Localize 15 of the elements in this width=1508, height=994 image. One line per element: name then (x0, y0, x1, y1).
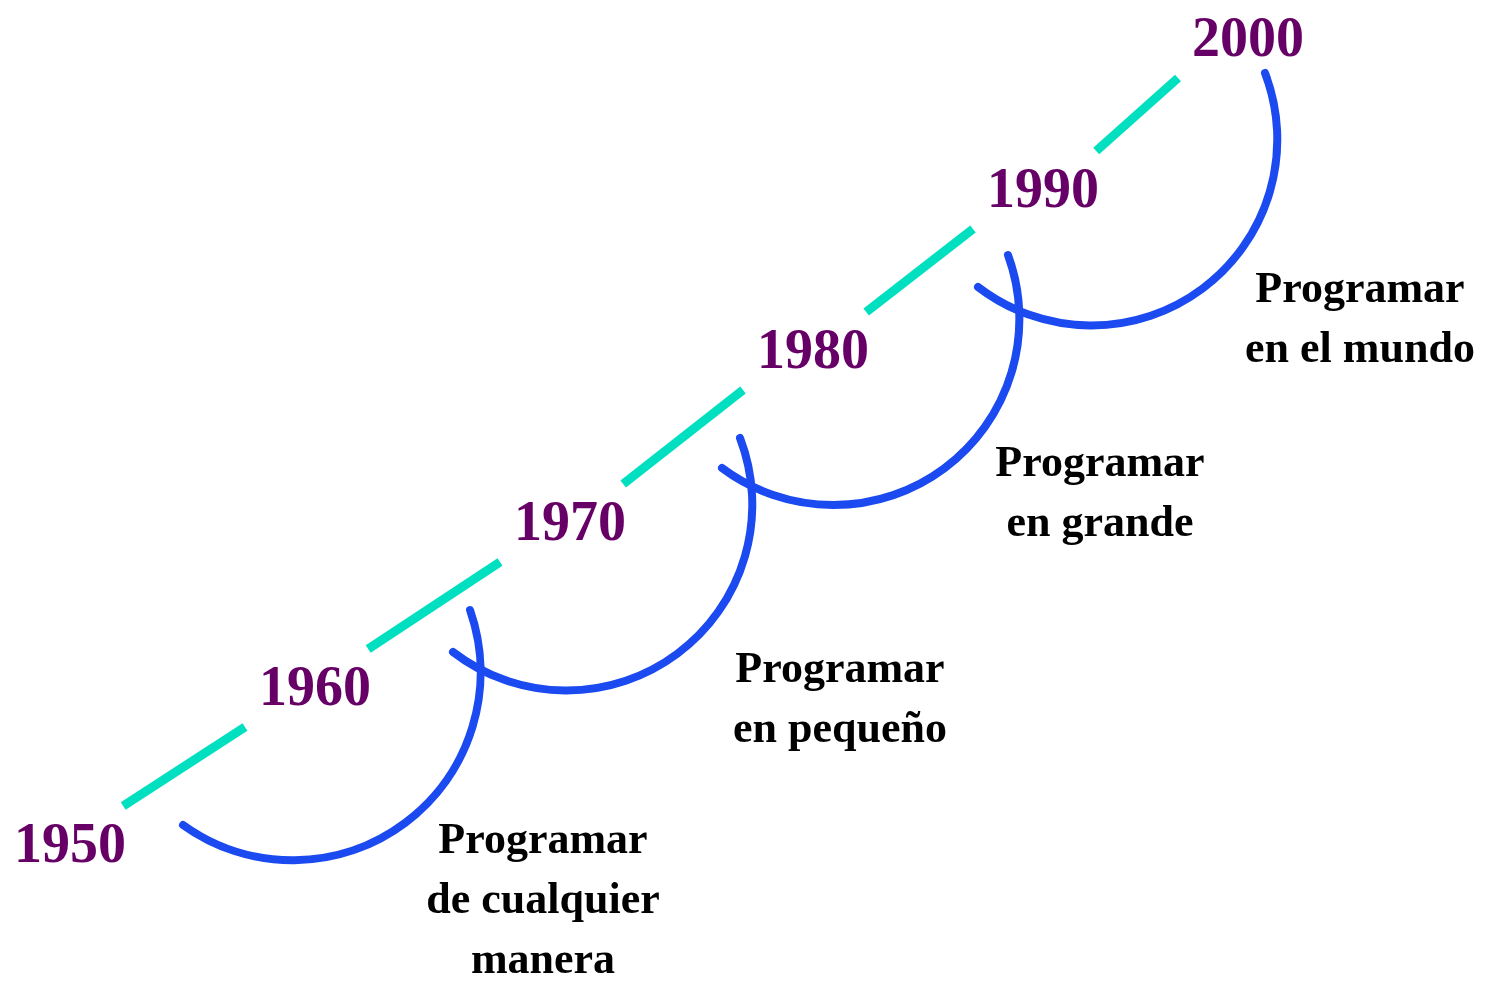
period-label: Programar en el mundo (1244, 262, 1476, 374)
year-label: 1970 (514, 493, 626, 549)
period-label: Programar en grande (994, 436, 1206, 548)
year-label: 1950 (14, 815, 126, 871)
year-label: 1960 (259, 658, 371, 714)
period-label: Programar de cualquier manera (425, 813, 661, 985)
period-label: Programar en pequeño (732, 642, 948, 754)
year-label: 1990 (987, 160, 1099, 216)
timeline-segment (620, 386, 746, 488)
year-label: 2000 (1192, 9, 1304, 65)
timeline-segment (863, 225, 976, 316)
timeline-segment (1093, 74, 1181, 155)
year-label: 1980 (757, 321, 869, 377)
timeline-segment (365, 558, 503, 653)
timeline-segment (120, 723, 248, 810)
